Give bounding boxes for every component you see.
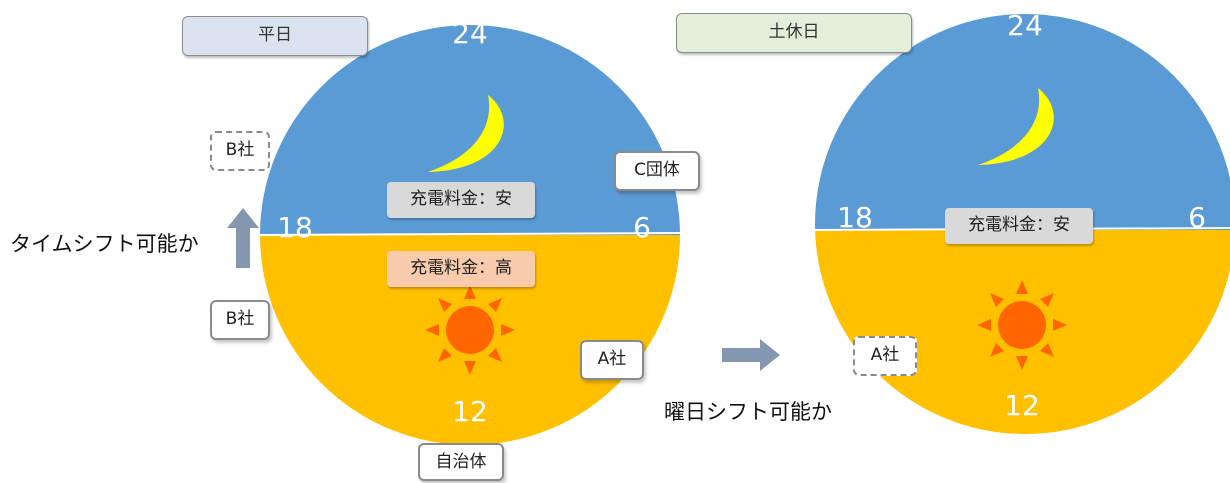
- moon-icon: [978, 88, 1054, 165]
- moon-icon: [428, 95, 504, 172]
- entity-municipality[interactable]: 自治体: [418, 443, 504, 481]
- holiday-hour-6: 6: [1188, 201, 1206, 234]
- arrow-up-icon: [227, 208, 259, 268]
- weekday-horizon-line: [259, 232, 681, 236]
- weekday-day-price-label: 充電料金：高: [387, 251, 535, 287]
- holiday-night-price-label: 充電料金：安: [945, 208, 1093, 244]
- tab-holiday[interactable]: 土休日: [676, 13, 912, 53]
- holiday-hour-12: 12: [1004, 389, 1040, 422]
- weekday-hour-18: 18: [277, 211, 313, 244]
- day-shift-label: 曜日シフト可能か: [664, 400, 832, 424]
- sun-icon: [425, 285, 515, 375]
- weekday-hour-12: 12: [452, 395, 488, 428]
- time-shift-label: タイムシフト可能か: [10, 232, 199, 256]
- entity-a-company[interactable]: A社: [580, 340, 644, 380]
- holiday-hour-18: 18: [837, 201, 873, 234]
- entity-b-company[interactable]: B社: [210, 300, 270, 340]
- holiday-hour-24: 24: [1007, 9, 1043, 42]
- weekday-night-price-label: 充電料金：安: [387, 182, 535, 218]
- holiday-entity-a-company[interactable]: A社: [853, 336, 917, 376]
- arrow-right-icon: [722, 339, 780, 371]
- weekday-hour-24: 24: [452, 17, 488, 50]
- weekday-hour-6: 6: [633, 211, 651, 244]
- entity-b-company-shifted[interactable]: B社: [210, 131, 270, 171]
- sun-icon: [977, 280, 1067, 370]
- entity-c-group[interactable]: C団体: [614, 151, 700, 191]
- tab-weekday[interactable]: 平日: [182, 16, 368, 56]
